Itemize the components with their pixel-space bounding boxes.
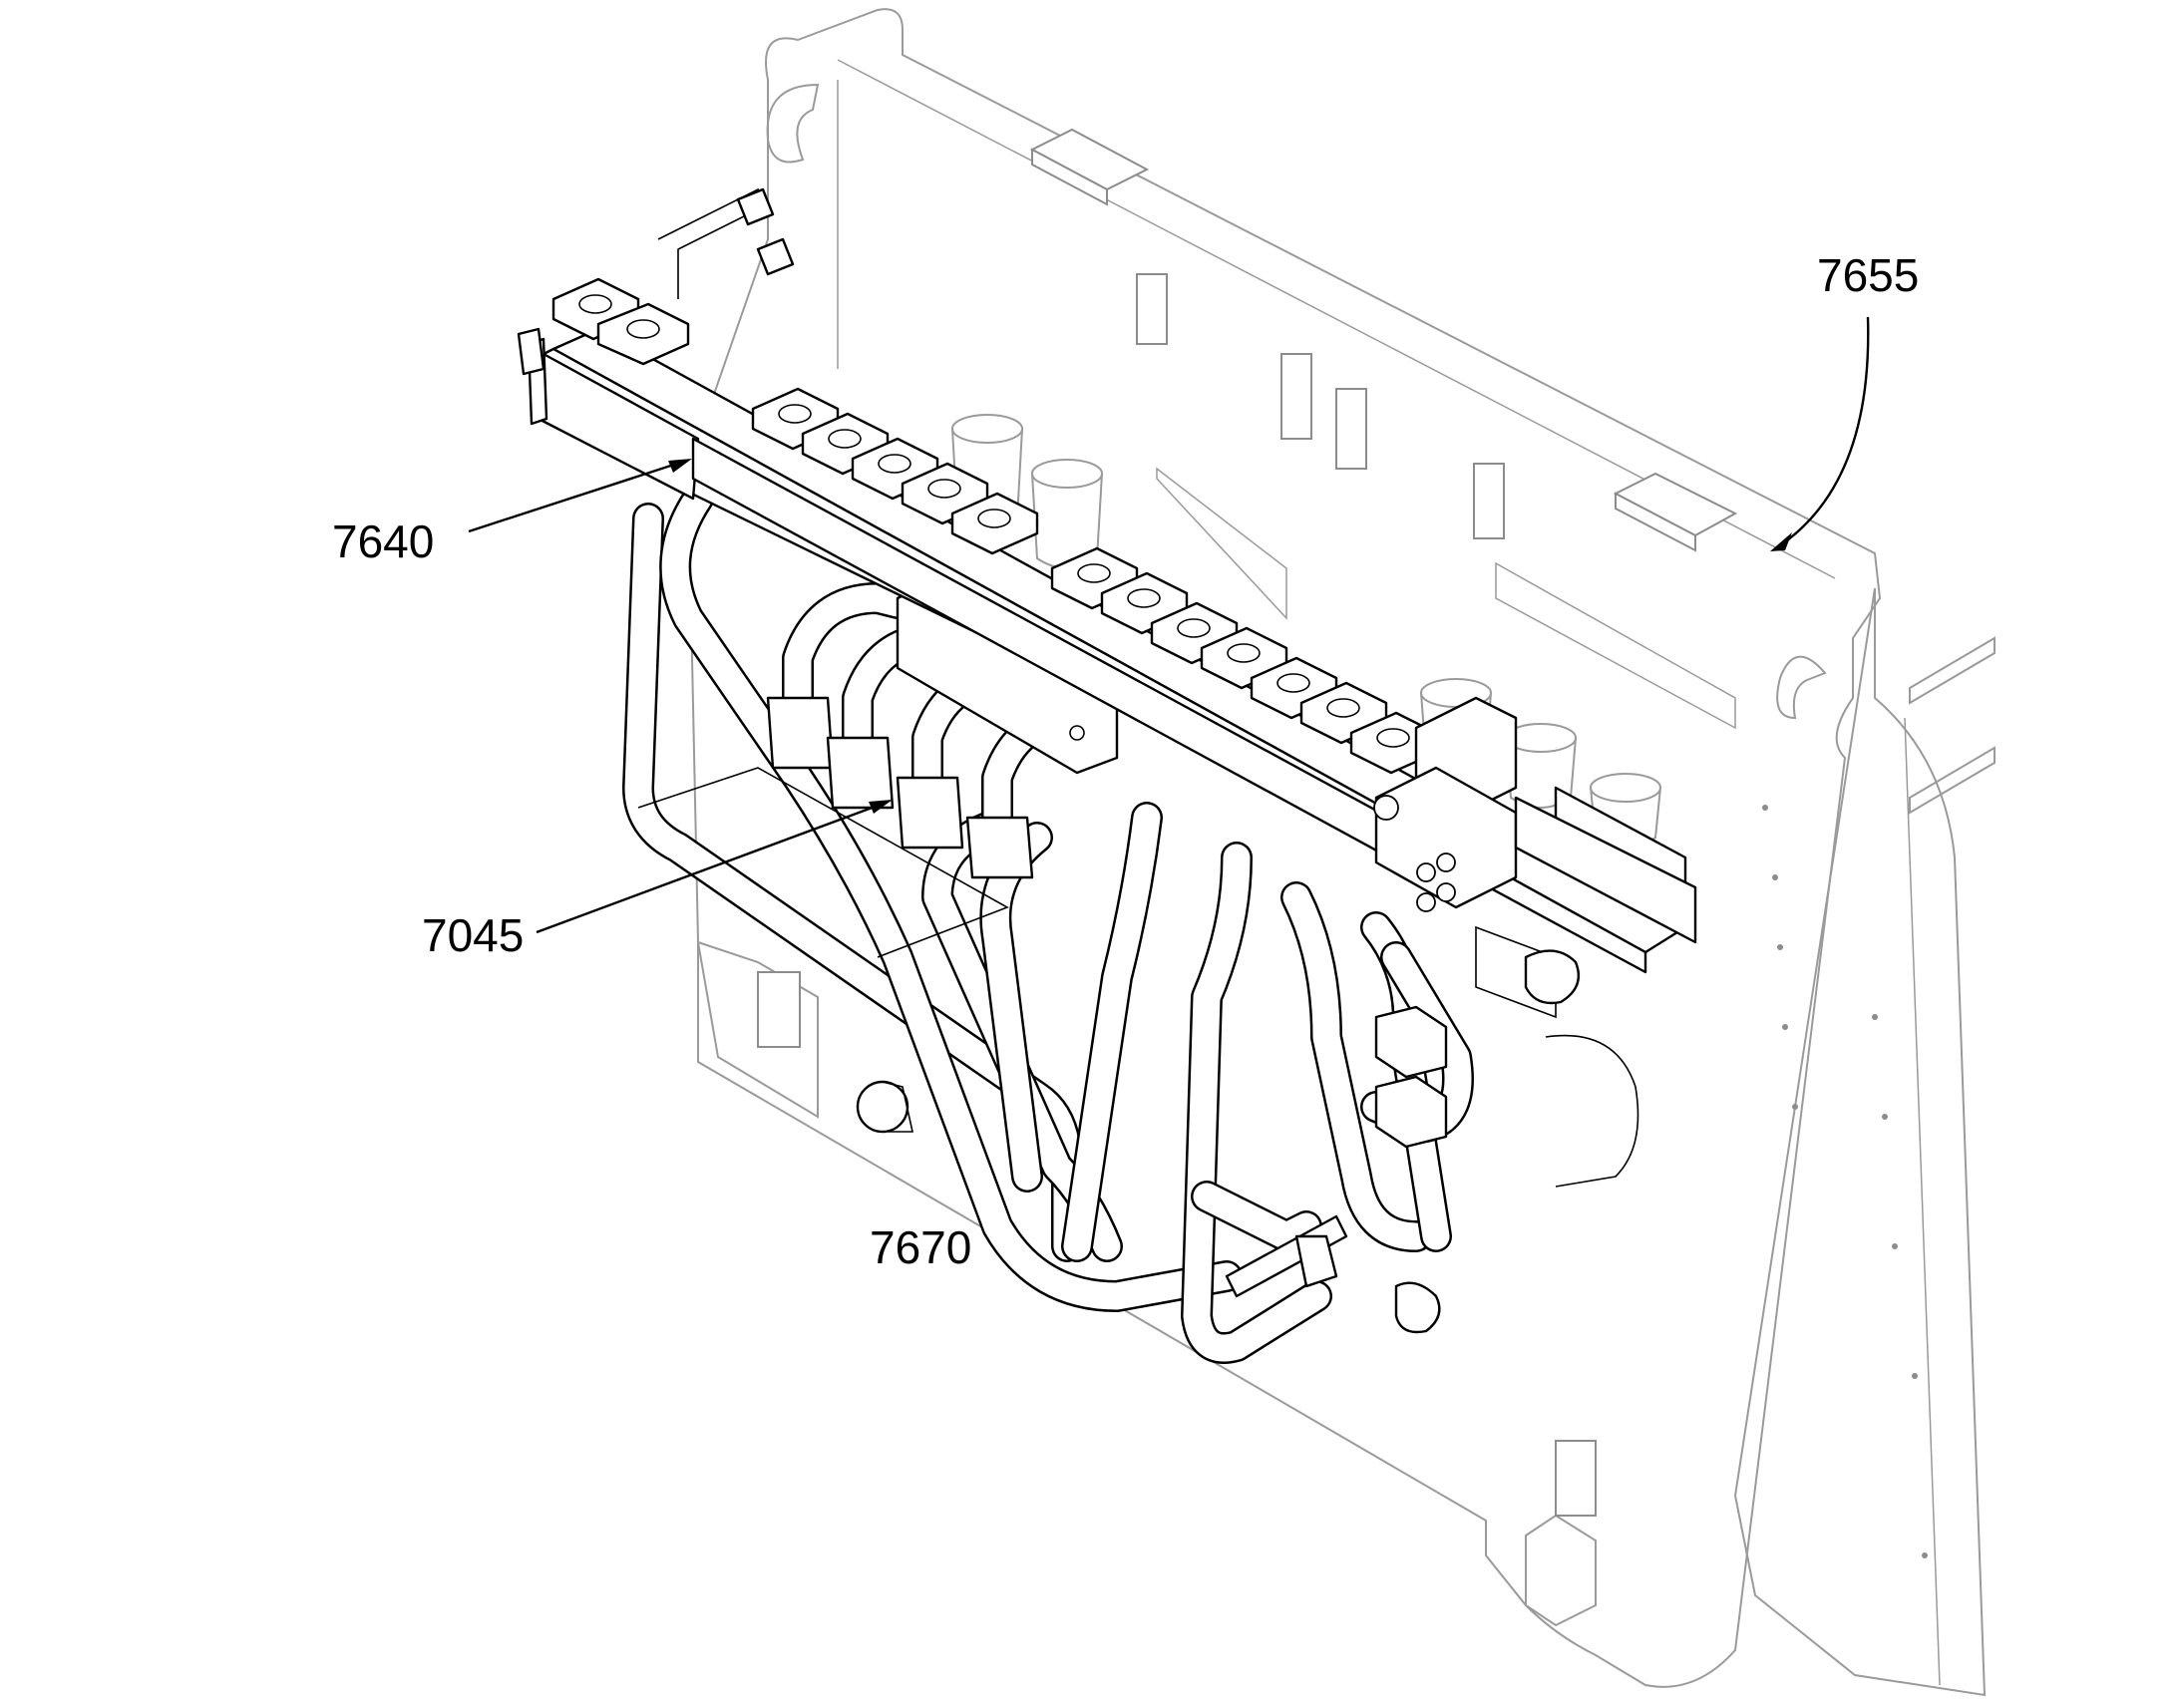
left-fittings	[517, 187, 795, 376]
right-valve-group	[1294, 925, 1639, 1334]
arrow-head	[1770, 532, 1792, 551]
callout-7640: 7640	[332, 459, 692, 567]
callout-label: 7655	[1817, 249, 1919, 301]
callout-label: 7640	[332, 515, 434, 567]
manifold-beam	[527, 277, 1697, 974]
hydraulic-mounting-frame	[686, 8, 1996, 1697]
callout-label: 7045	[422, 909, 524, 961]
leader-line	[1782, 316, 1870, 544]
callout-7655: 7655	[1770, 249, 1919, 551]
elbow-fittings	[766, 576, 1119, 879]
arrow-head	[869, 800, 893, 814]
arrow-head	[668, 459, 692, 473]
callout-label: 7670	[870, 1221, 971, 1273]
callout-7045: 7045	[422, 800, 893, 961]
callout-7670: 7670	[870, 1221, 971, 1273]
leader-line	[536, 801, 887, 934]
leader-line	[468, 459, 687, 533]
